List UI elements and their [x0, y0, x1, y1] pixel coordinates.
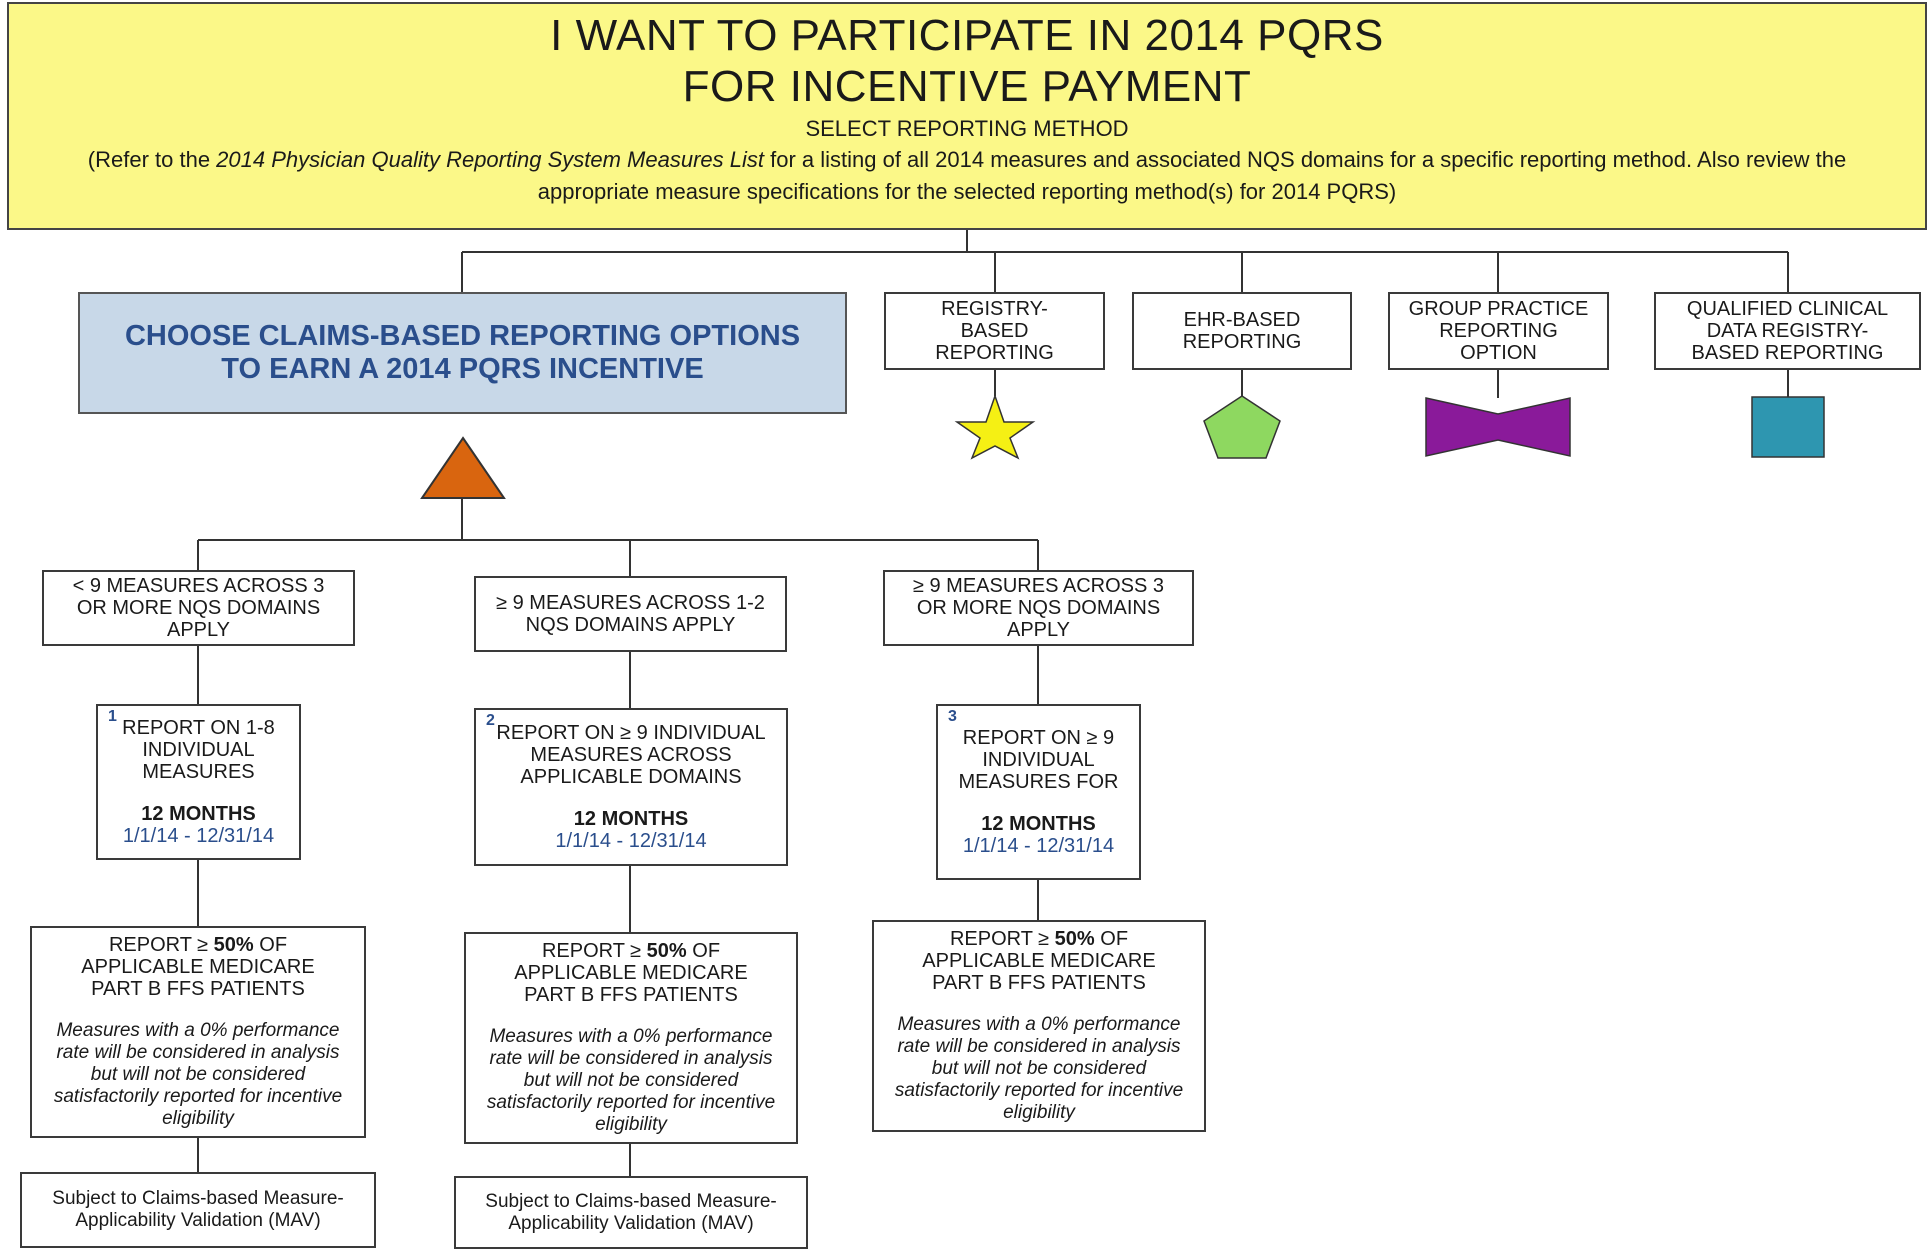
mav-text: Subject to Claims-based Measure-Applicab… — [52, 1188, 344, 1231]
percent-suffix: OF APPLICABLE MEDICARE PART B FFS PATIEN… — [514, 940, 748, 1006]
header-note: (Refer to the 2014 Physician Quality Rep… — [9, 144, 1925, 208]
percent-prefix: REPORT ≥ — [949, 928, 1055, 950]
branch-2-mav-box: Subject to Claims-based Measure-Applicab… — [454, 1176, 808, 1249]
header-note-suffix: for a listing of all 2014 measures and a… — [537, 147, 1847, 204]
ehr-based-reporting-box: EHR-BASED REPORTING — [1132, 292, 1352, 370]
option-number: 3 — [948, 708, 957, 725]
percent-suffix: OF APPLICABLE MEDICARE PART B FFS PATIEN… — [81, 934, 315, 1000]
branch-2-condition: ≥ 9 MEASURES ACROSS 1-2 NQS DOMAINS APPL… — [474, 576, 787, 652]
square-icon — [1751, 396, 1825, 458]
condition-text: < 9 MEASURES ACROSS 3 OR MORE NQS DOMAIN… — [72, 575, 325, 641]
header-title-line1: I WANT TO PARTICIPATE IN 2014 PQRS — [550, 11, 1384, 60]
header-title-line2: FOR INCENTIVE PAYMENT — [682, 62, 1252, 111]
method-label: GROUP PRACTICE REPORTING OPTION — [1408, 298, 1589, 364]
branch-1-report-box: 1 REPORT ON 1-8 INDIVIDUAL MEASURES 12 M… — [96, 704, 301, 860]
percent-prefix: REPORT ≥ — [108, 934, 214, 956]
header-note-prefix: (Refer to the — [87, 147, 217, 172]
percent-text: REPORT ≥ 50% OF APPLICABLE MEDICARE PART… — [63, 934, 333, 1000]
registry-based-reporting-box: REGISTRY-BASED REPORTING — [884, 292, 1105, 370]
header-box: I WANT TO PARTICIPATE IN 2014 PQRS FOR I… — [7, 2, 1927, 230]
branch-2-percent-box: REPORT ≥ 50% OF APPLICABLE MEDICARE PART… — [464, 932, 798, 1144]
branch-1-condition: < 9 MEASURES ACROSS 3 OR MORE NQS DOMAIN… — [42, 570, 355, 646]
percent-text: REPORT ≥ 50% OF APPLICABLE MEDICARE PART… — [496, 940, 766, 1006]
months-label: 12 MONTHS — [981, 813, 1096, 835]
branch-3-percent-box: REPORT ≥ 50% OF APPLICABLE MEDICARE PART… — [872, 920, 1206, 1132]
option-number: 2 — [486, 712, 495, 729]
star-icon — [954, 394, 1036, 460]
method-label: REGISTRY-BASED REPORTING — [935, 298, 1054, 364]
zero-performance-note: Measures with a 0% performance rate will… — [894, 1014, 1184, 1123]
percent-suffix: OF APPLICABLE MEDICARE PART B FFS PATIEN… — [922, 928, 1156, 994]
claims-box-line2: TO EARN A 2014 PQRS INCENTIVE — [221, 353, 704, 385]
qualified-clinical-data-registry-box: QUALIFIED CLINICAL DATA REGISTRY-BASED R… — [1654, 292, 1921, 370]
condition-text: ≥ 9 MEASURES ACROSS 1-2 NQS DOMAINS APPL… — [496, 592, 765, 636]
mav-text: Subject to Claims-based Measure-Applicab… — [485, 1190, 777, 1234]
months-label: 12 MONTHS — [573, 808, 689, 830]
months-label: 12 MONTHS — [141, 803, 256, 825]
percent-value: 50% — [646, 940, 687, 962]
condition-text: ≥ 9 MEASURES ACROSS 3 OR MORE NQS DOMAIN… — [912, 575, 1165, 641]
bowtie-icon — [1425, 397, 1571, 457]
pentagon-icon — [1203, 395, 1281, 459]
header-title: I WANT TO PARTICIPATE IN 2014 PQRS FOR I… — [9, 10, 1925, 112]
percent-text: REPORT ≥ 50% OF APPLICABLE MEDICARE PART… — [904, 928, 1174, 994]
report-text: REPORT ON 1-8 INDIVIDUAL MEASURES — [122, 717, 275, 783]
report-text: REPORT ON ≥ 9 INDIVIDUAL MEASURES FOR — [958, 727, 1119, 793]
date-range: 1/1/14 - 12/31/14 — [122, 825, 275, 847]
claims-box-line1: CHOOSE CLAIMS-BASED REPORTING OPTIONS — [124, 320, 801, 352]
branch-1-percent-box: REPORT ≥ 50% OF APPLICABLE MEDICARE PART… — [30, 926, 366, 1138]
option-number: 1 — [108, 708, 117, 725]
triangle-icon — [420, 436, 506, 499]
header-subtitle: SELECT REPORTING METHOD — [805, 116, 1129, 141]
branch-3-report-box: 3 REPORT ON ≥ 9 INDIVIDUAL MEASURES FOR … — [936, 704, 1141, 880]
branch-3-condition: ≥ 9 MEASURES ACROSS 3 OR MORE NQS DOMAIN… — [883, 570, 1194, 646]
report-text: REPORT ON ≥ 9 INDIVIDUAL MEASURES ACROSS… — [496, 722, 766, 788]
header-note-italic: 2014 Physician Quality Reporting System … — [216, 147, 764, 172]
percent-value: 50% — [1054, 928, 1095, 950]
method-label: QUALIFIED CLINICAL DATA REGISTRY-BASED R… — [1686, 298, 1889, 364]
date-range: 1/1/14 - 12/31/14 — [962, 835, 1115, 857]
method-label: EHR-BASED REPORTING — [1182, 309, 1302, 353]
percent-prefix: REPORT ≥ — [541, 940, 647, 962]
percent-value: 50% — [213, 934, 254, 956]
date-range: 1/1/14 - 12/31/14 — [555, 830, 707, 852]
branch-1-mav-box: Subject to Claims-based Measure-Applicab… — [20, 1172, 376, 1248]
zero-performance-note: Measures with a 0% performance rate will… — [486, 1026, 776, 1135]
zero-performance-note: Measures with a 0% performance rate will… — [53, 1020, 343, 1129]
claims-based-options-box: CHOOSE CLAIMS-BASED REPORTING OPTIONS TO… — [78, 292, 847, 414]
branch-2-report-box: 2 REPORT ON ≥ 9 INDIVIDUAL MEASURES ACRO… — [474, 708, 788, 866]
group-practice-reporting-box: GROUP PRACTICE REPORTING OPTION — [1388, 292, 1609, 370]
